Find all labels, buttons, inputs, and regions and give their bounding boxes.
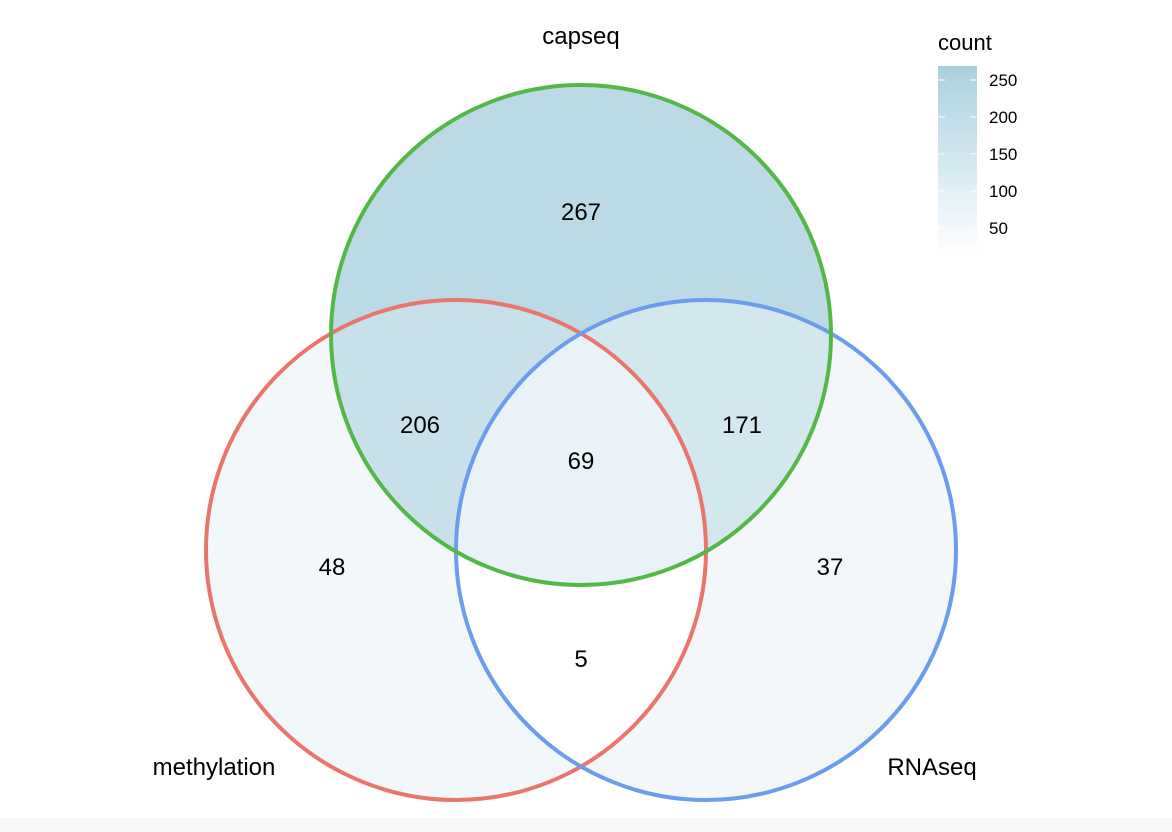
legend-tick-label: 250 bbox=[989, 71, 1017, 90]
legend-tick-label: 50 bbox=[989, 219, 1008, 238]
count-methylation-only: 48 bbox=[319, 554, 346, 581]
set-label-rnaseq: RNAseq bbox=[887, 754, 976, 781]
count-methylation-rnaseq: 5 bbox=[574, 646, 587, 673]
region-fills bbox=[206, 85, 956, 800]
legend-title: count bbox=[938, 30, 992, 55]
legend: count 250 200 150 100 50 bbox=[938, 30, 1017, 256]
legend-tick-label: 200 bbox=[989, 108, 1017, 127]
set-outlines bbox=[204, 83, 958, 802]
legend-tick-label: 100 bbox=[989, 182, 1017, 201]
bottom-margin-strip bbox=[0, 818, 1172, 832]
legend-tick-label: 150 bbox=[989, 145, 1017, 164]
count-methylation-capseq: 206 bbox=[400, 412, 440, 439]
set-label-capseq: capseq bbox=[542, 23, 619, 50]
set-label-methylation: methylation bbox=[153, 754, 276, 781]
count-all-three: 69 bbox=[568, 448, 595, 475]
capseq-circle bbox=[329, 83, 833, 587]
count-rnaseq-only: 37 bbox=[817, 554, 844, 581]
count-capseq-rnaseq: 171 bbox=[722, 412, 762, 439]
legend-tick-marks bbox=[938, 79, 977, 229]
count-capseq-only: 267 bbox=[561, 199, 601, 226]
legend-colorbar bbox=[938, 66, 977, 256]
